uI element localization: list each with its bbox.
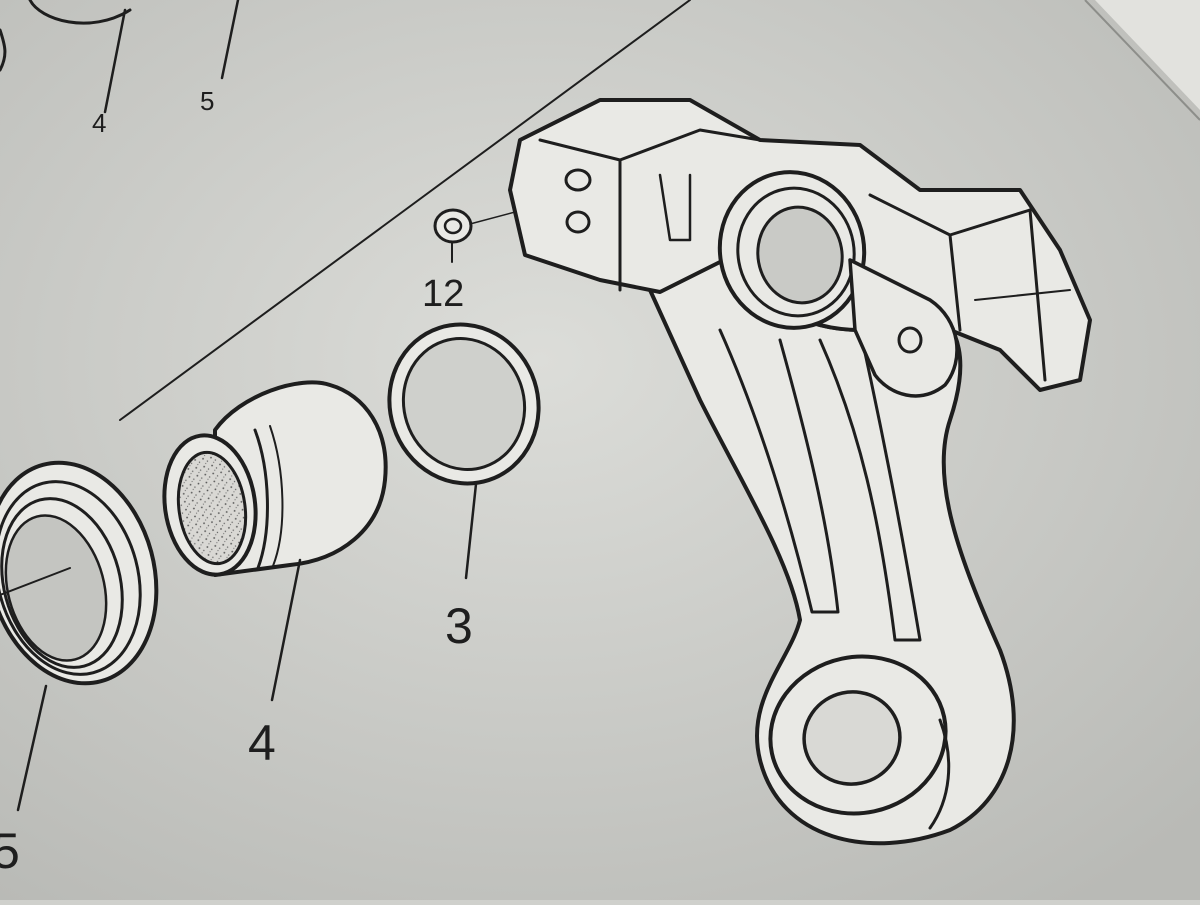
- leader-line-b: [220, 0, 240, 80]
- leader-line-piston: [270, 558, 302, 702]
- callout-o-ring: 3: [445, 598, 473, 654]
- leader-line-o-ring: [464, 482, 478, 580]
- seal-guide-line: [0, 567, 71, 596]
- guide-line-diagonal: [119, 0, 691, 421]
- o-ring-icon: [387, 322, 541, 580]
- page-fold-line: [1084, 0, 1200, 121]
- washer-icon: [433, 199, 561, 263]
- piston-icon: [162, 380, 388, 702]
- callout-top-left-a: 4: [92, 108, 106, 138]
- leader-line-seal: [16, 684, 48, 812]
- callout-washer: 12: [422, 273, 464, 315]
- callout-seal: 5: [0, 823, 20, 879]
- callout-piston: 4: [248, 715, 276, 771]
- page-corner: [1095, 0, 1200, 110]
- seal-ring-icon: [0, 460, 159, 812]
- top-left-partial-parts: [0, 0, 240, 114]
- callout-top-left-b: 5: [200, 86, 214, 116]
- leader-line-a: [103, 8, 127, 114]
- caliper-bracket-icon: [508, 98, 1092, 846]
